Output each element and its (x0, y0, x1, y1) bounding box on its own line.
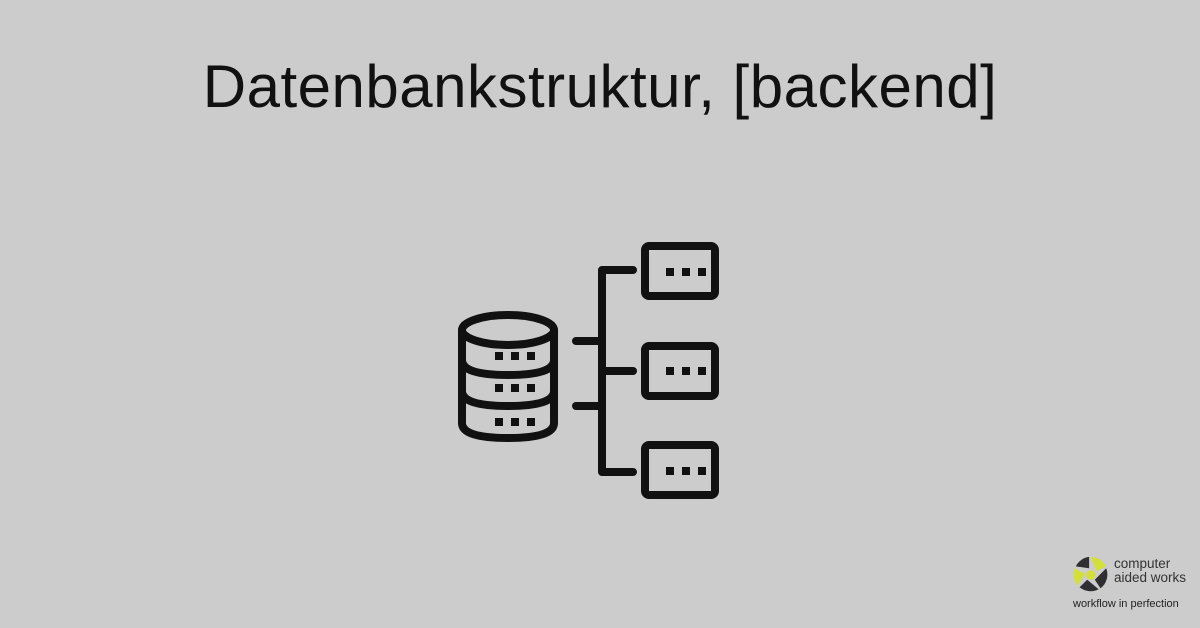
aperture-logo-icon (1073, 556, 1109, 592)
company-logo: computer aided works workflow in perfect… (1070, 553, 1195, 613)
database-structure-illustration (455, 238, 730, 508)
logo-name-line1: computer (1114, 556, 1171, 571)
logo-name-line2: aided works (1114, 570, 1187, 585)
logo-name: computer aided works (1114, 557, 1186, 585)
logo-tagline: workflow in perfection (1073, 598, 1179, 610)
database-structure-icon (458, 242, 719, 499)
page-title: Datenbankstruktur, [backend] (202, 53, 998, 120)
